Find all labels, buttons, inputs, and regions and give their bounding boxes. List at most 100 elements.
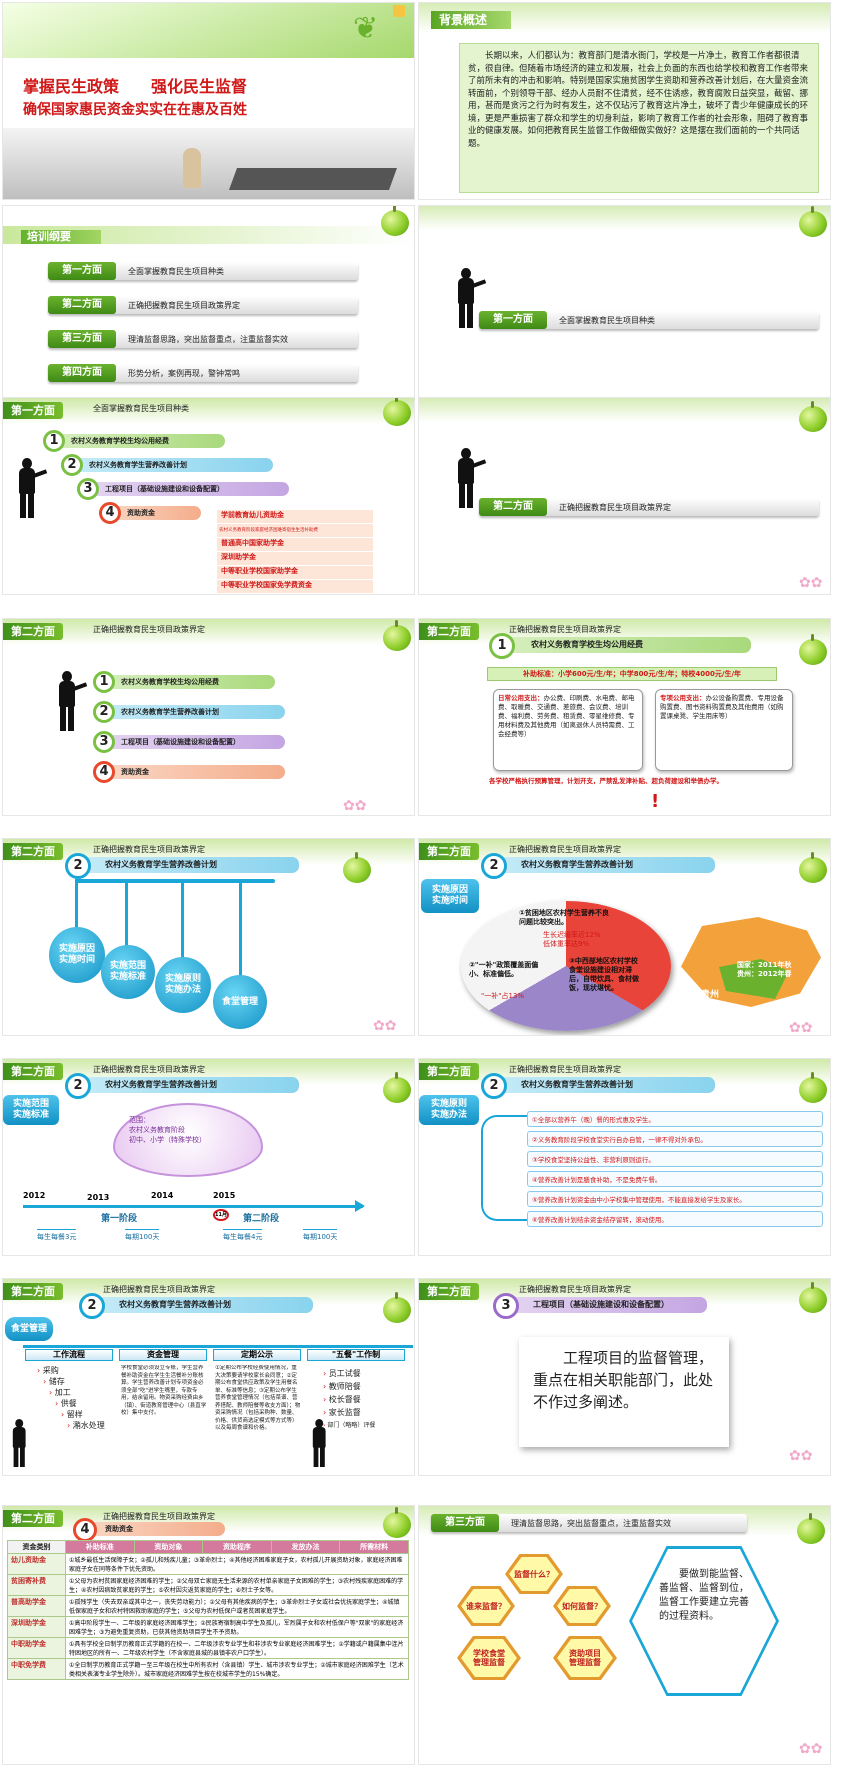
phase-2: 第二阶段	[243, 1214, 280, 1224]
daily-expense-body: 办公费、印刷费、水电费、邮电费、取暖费、交通费、差旅费、会议费、培训费、福利费、…	[498, 694, 635, 738]
notice-text: ①定期公布学校经费使用情况，重大决策要请学校家长会同意；②定期公布食堂供应政策及…	[215, 1365, 301, 1431]
section-tag: 第三方面	[431, 1514, 499, 1532]
principle-item: ⑥营养改善计划结余资金结存留转，滚动使用。	[527, 1211, 823, 1227]
item-pill: 农村义务教育学校生均公用经费	[95, 675, 275, 689]
five-item: › 教师陪餐	[323, 1380, 407, 1393]
chevron-icon: ›	[323, 1408, 327, 1417]
header-text: 正确把握教育民生项目政策界定	[103, 1512, 215, 1521]
summary-text: 要做到能监督、善监督、监督到位，监督工作要建立完善的过程资料。	[659, 1569, 749, 1622]
title-line2: 确保国家惠民资金实实在在惠及百姓	[23, 102, 247, 118]
row-label: 中职免学费	[7, 1658, 66, 1680]
item-pill: 农村义务教育学校生均公用经费	[45, 434, 225, 448]
std-1a: 每生每餐3元	[37, 1229, 77, 1242]
outline-text: 形势分析，案例再现，警钟常鸣	[128, 369, 240, 378]
header-text: 正确把握教育民生项目政策界定	[93, 845, 205, 854]
topic-pill: 资助资金	[75, 1522, 225, 1536]
topic-number: 2	[481, 853, 507, 879]
flow-text: 加工	[54, 1388, 71, 1397]
topic-pill: 农村义务教育学生营养改善计划	[69, 1077, 299, 1093]
title-bg	[3, 3, 414, 58]
hex-what: 监督什么？	[505, 1554, 563, 1594]
outline-tag: 第二方面	[48, 296, 116, 314]
flower-icon: ✿✿	[789, 1448, 813, 1464]
row-cell: ①全日制学历教育正式学籍一至三年级在校生中所有农村（含县镇）学生、城市涉农专业学…	[65, 1658, 409, 1680]
bubble-canteen: 食堂管理	[213, 975, 267, 1029]
table-header: 资金类别	[7, 1540, 66, 1554]
slide-nutrition-scope: 第二方面 正确把握教育民生项目政策界定 农村义务教育学生营养改善计划 2 实施范…	[2, 1058, 415, 1256]
year-label: 2013	[87, 1193, 110, 1202]
flow-item: › 潲水处理	[25, 1420, 113, 1431]
header-text: 正确把握教育民生项目政策界定	[93, 625, 205, 634]
year-label: 2014	[151, 1191, 174, 1200]
outline-item: 第三方面理清监督思路，突出监督重点，注重监督实效	[48, 330, 358, 348]
scope-heart: 范围： 农村义务教育阶段 初中、小学（特殊学校）	[113, 1103, 263, 1177]
outline-item: 第二方面 正确把握教育民生项目政策界定	[48, 296, 358, 314]
slide-item-types: 第一方面 全面掌握教育民生项目种类 农村义务教育学校生均公用经费 1 农村义务教…	[2, 397, 415, 595]
sub-item: 中等职业学校国家免学费资金	[217, 580, 373, 593]
slide-heading: 培训纲要	[21, 230, 101, 244]
speaker-figure	[10, 1419, 31, 1467]
five-text: 员工试餐	[328, 1369, 361, 1378]
item-pill: 农村义务教育学生营养改善计划	[63, 458, 273, 472]
header-band	[419, 398, 830, 422]
month-marker: 11月	[213, 1209, 229, 1221]
slide-outline: 培训纲要 第一方面全面掌握教育民生项目种类 第二方面 正确把握教育民生项目政策界定…	[2, 205, 415, 403]
principle-item: ⑤营养改善计划资金由中小学校集中管理使用，不能直接发给学生及家长。	[527, 1191, 823, 1207]
speaker-icon	[393, 5, 405, 17]
principle-item: ①全部以营养午（晚）餐的形式惠及学生。	[527, 1111, 823, 1127]
chevron-icon: ›	[49, 1388, 53, 1397]
flow-list: › 采购 › 储存 › 加工 › 供餐 › 留样 › 潲水处理	[25, 1365, 113, 1431]
speaker-figure	[55, 671, 88, 731]
connector	[75, 879, 78, 929]
five-text: 部门（略略）评餐	[327, 1422, 376, 1429]
flow-item: › 采购	[25, 1365, 113, 1376]
section-tag: 第一方面	[479, 311, 547, 329]
chevron-icon: ›	[61, 1410, 65, 1419]
slide-heading: 背景概述	[431, 11, 511, 29]
reason-1-text: ①贫困地区农村学生营养不良问题比较突出。	[519, 909, 609, 926]
flower-icon: ✿✿	[343, 798, 367, 814]
five-item: › 家长监督	[323, 1406, 407, 1419]
header-band	[419, 206, 830, 230]
money-text: 学校食堂必须设立专账，学生营养餐补助资金在学生生活餐补分账核算。学生营养改善计划…	[121, 1365, 207, 1416]
header-text: 全面掌握教育民生项目种类	[93, 404, 189, 413]
table-header: 发放办法	[270, 1540, 341, 1554]
slide-background: 背景概述 长期以来，人们都认为：教育部门是清水衙门，学校是一片净土，教育工作者都…	[418, 2, 831, 200]
topic-pill: 农村义务教育学生营养改善计划	[69, 857, 299, 873]
speaker-figure	[310, 1419, 331, 1467]
topic-pill: 工程项目（基础设施建设和设备配置）	[497, 1297, 707, 1313]
outline-tag: 第一方面	[48, 262, 116, 280]
side-label: 实施原因 实施时间	[421, 879, 479, 913]
engineering-text: 工程项目的监督管理，重点在相关职能部门，此处不作过多阐述。	[519, 1337, 729, 1447]
row-cell: ①父母为农村贫困家庭经济困难的学生；②父母双亡家庭无生活来源的农村单亲家庭子女困…	[65, 1574, 409, 1596]
special-expense-box: 专项公用支出：办公设备购置费、专用设备购置费、图书资料购置费及其他费用（如购置课…	[655, 689, 793, 771]
column-connector	[23, 1345, 413, 1348]
hex-label: 如何监督？	[557, 1589, 607, 1623]
five-item: › 校长督餐	[323, 1393, 407, 1406]
item-number: 2	[93, 701, 115, 723]
item-number: 3	[93, 731, 115, 753]
slide-title: ❦ 掌握民生政策 强化民生监督 确保国家惠民资金实实在在惠及百姓	[2, 2, 415, 200]
item-number: 4	[99, 502, 121, 524]
outline-item: 第一方面全面掌握教育民生项目种类	[48, 262, 358, 280]
book-image	[228, 168, 398, 190]
slide-nutrition-reason: 第二方面 正确把握教育民生项目政策界定 农村义务教育学生营养改善计划 2 实施原…	[418, 838, 831, 1036]
sub-item: 深圳助学金	[217, 552, 373, 565]
section-tag: 第二方面	[3, 1510, 63, 1527]
five-item: › 员工试餐	[323, 1367, 407, 1380]
row-cell: ①具有学校全日制学历教育正式学籍的在校一、二年级涉农专业学生和非涉农专业家庭经济…	[65, 1637, 409, 1659]
topic-number: 2	[481, 1073, 507, 1099]
chevron-icon: ›	[55, 1399, 59, 1408]
item-pill: 资助资金	[101, 506, 201, 520]
outline-text: 正确把握教育民生项目政策界定	[128, 301, 240, 310]
timeline-arrow-icon	[355, 1200, 365, 1212]
title-line1: 掌握民生政策 强化民生监督	[23, 77, 248, 96]
five-text: 校长督餐	[328, 1395, 361, 1404]
outline-text: 理清监督思路，突出监督重点，注重监督实效	[128, 335, 288, 344]
header-text: 正确把握教育民生项目政策界定	[93, 1065, 205, 1074]
hex-label: 资助项目 管理监督	[557, 1639, 613, 1677]
speaker-figure	[454, 268, 487, 328]
